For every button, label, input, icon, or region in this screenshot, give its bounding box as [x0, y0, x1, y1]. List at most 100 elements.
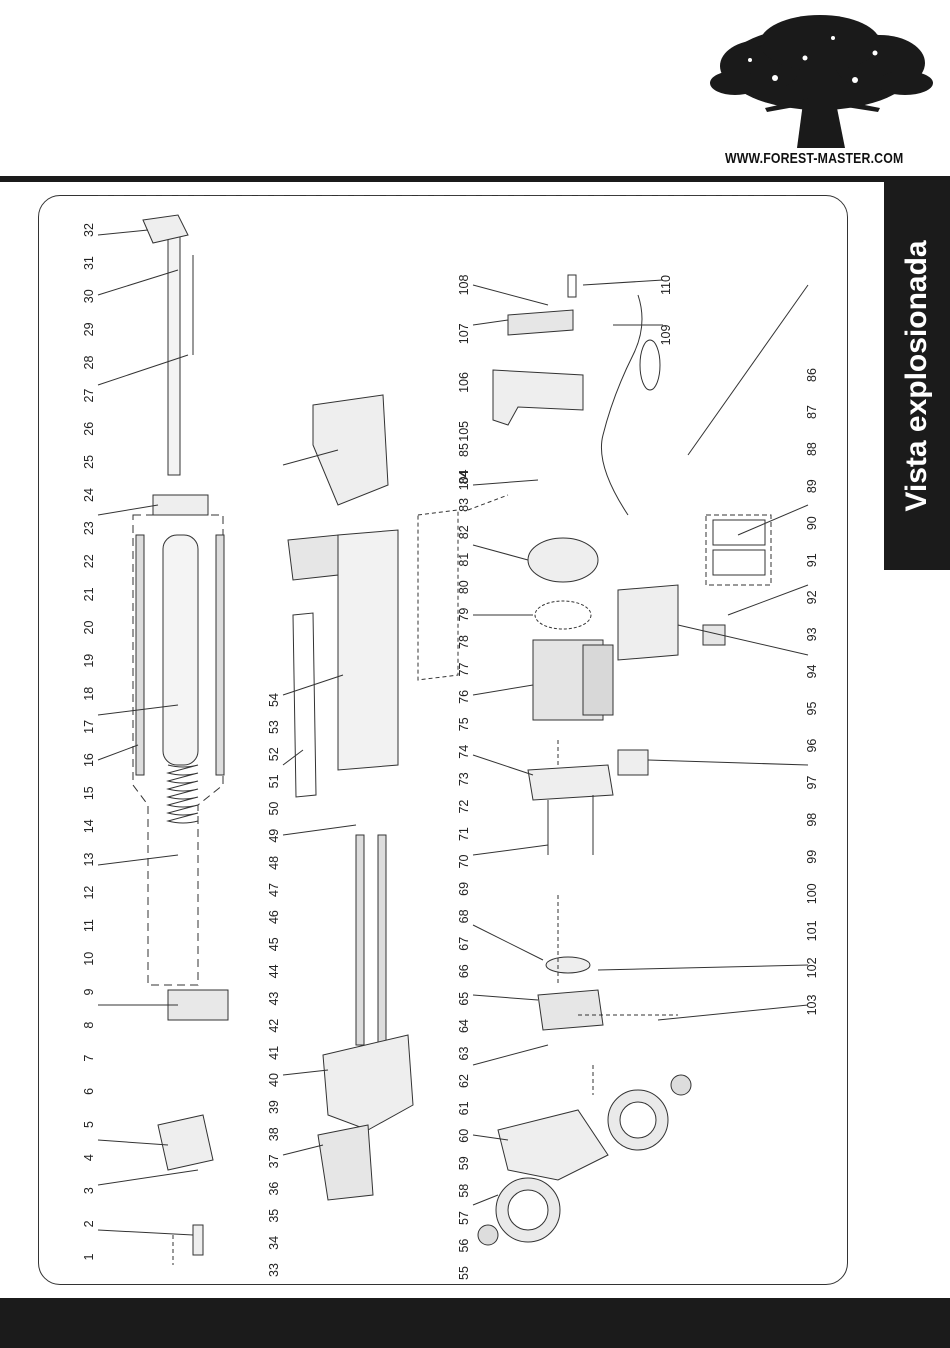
part-label: 27	[82, 389, 96, 403]
part-label: 97	[805, 776, 819, 790]
part-label: 85	[457, 443, 471, 457]
part-label: 103	[805, 995, 819, 1016]
part-label: 88	[805, 442, 819, 456]
part-label: 37	[267, 1154, 281, 1168]
part-label: 86	[805, 368, 819, 382]
top-divider-bar	[0, 176, 950, 182]
part-label: 58	[457, 1184, 471, 1198]
part-label: 76	[457, 690, 471, 704]
part-label: 100	[805, 883, 819, 904]
part-label: 90	[805, 516, 819, 530]
part-label: 32	[82, 223, 96, 237]
part-label: 108	[457, 275, 471, 296]
part-label: 30	[82, 289, 96, 303]
part-label: 51	[267, 774, 281, 788]
part-label: 55	[457, 1266, 471, 1280]
part-label: 61	[457, 1101, 471, 1115]
part-label: 16	[82, 753, 96, 767]
part-label: 41	[267, 1046, 281, 1060]
part-label: 77	[457, 663, 471, 677]
part-label: 72	[457, 800, 471, 814]
part-label: 87	[805, 405, 819, 419]
part-label: 5	[82, 1121, 96, 1128]
part-label: 42	[267, 1019, 281, 1033]
part-label: 43	[267, 992, 281, 1006]
part-label: 15	[82, 786, 96, 800]
part-label: 106	[457, 372, 471, 393]
part-label: 53	[267, 720, 281, 734]
part-label: 59	[457, 1156, 471, 1170]
part-label: 2	[82, 1220, 96, 1227]
part-label: 35	[267, 1209, 281, 1223]
part-label: 45	[267, 937, 281, 951]
part-label: 47	[267, 883, 281, 897]
part-label: 25	[82, 455, 96, 469]
part-number-labels: 1234567891011121314151617181920212223242…	[82, 223, 819, 1280]
part-label: 7	[82, 1055, 96, 1062]
forest-master-logo	[705, 8, 935, 178]
part-label: 93	[805, 627, 819, 641]
part-label: 104	[457, 470, 471, 491]
part-label: 74	[457, 745, 471, 759]
part-label: 64	[457, 1019, 471, 1033]
part-label: 8	[82, 1022, 96, 1029]
part-label: 23	[82, 521, 96, 535]
part-label: 21	[82, 587, 96, 601]
part-label: 38	[267, 1127, 281, 1141]
part-label: 67	[457, 937, 471, 951]
part-label: 48	[267, 856, 281, 870]
part-label: 22	[82, 554, 96, 568]
part-label: 46	[267, 910, 281, 924]
part-label: 34	[267, 1236, 281, 1250]
part-label: 109	[659, 325, 673, 346]
part-label: 101	[805, 920, 819, 941]
part-label: 94	[805, 665, 819, 679]
part-label: 39	[267, 1100, 281, 1114]
part-label: 19	[82, 654, 96, 668]
part-label: 36	[267, 1182, 281, 1196]
part-label: 68	[457, 909, 471, 923]
part-label: 18	[82, 687, 96, 701]
part-label: 92	[805, 590, 819, 604]
part-label: 40	[267, 1073, 281, 1087]
part-label: 3	[82, 1187, 96, 1194]
part-label: 70	[457, 855, 471, 869]
part-label: 83	[457, 498, 471, 512]
part-label: 28	[82, 356, 96, 370]
part-label: 29	[82, 322, 96, 336]
part-label: 66	[457, 964, 471, 978]
tree-icon	[710, 15, 933, 148]
part-label: 96	[805, 739, 819, 753]
part-label: 26	[82, 422, 96, 436]
exploded-view-diagram: 1234567891011121314151617181920212223242…	[82, 195, 819, 1280]
part-label: 63	[457, 1047, 471, 1061]
part-label: 20	[82, 621, 96, 635]
part-label: 13	[82, 853, 96, 867]
part-label: 81	[457, 553, 471, 567]
part-label: 50	[267, 802, 281, 816]
part-label: 73	[457, 772, 471, 786]
bottom-footer-bar	[0, 1298, 950, 1348]
part-label: 75	[457, 717, 471, 731]
part-label: 65	[457, 992, 471, 1006]
part-label: 62	[457, 1074, 471, 1088]
part-label: 102	[805, 957, 819, 978]
part-label: 56	[457, 1239, 471, 1253]
part-label: 95	[805, 702, 819, 716]
part-label: 54	[267, 693, 281, 707]
part-label: 91	[805, 553, 819, 567]
part-label: 31	[82, 256, 96, 270]
part-label: 24	[82, 488, 96, 502]
part-label: 107	[457, 323, 471, 344]
part-label: 98	[805, 813, 819, 827]
part-label: 105	[457, 421, 471, 442]
part-label: 71	[457, 827, 471, 841]
part-label: 1	[82, 1253, 96, 1260]
part-label: 80	[457, 580, 471, 594]
part-label: 17	[82, 720, 96, 734]
part-label: 110	[659, 275, 673, 295]
part-label: 44	[267, 964, 281, 978]
part-label: 6	[82, 1088, 96, 1095]
part-label: 84	[457, 470, 471, 484]
website-url[interactable]: WWW.FOREST-MASTER.COM	[725, 150, 904, 167]
